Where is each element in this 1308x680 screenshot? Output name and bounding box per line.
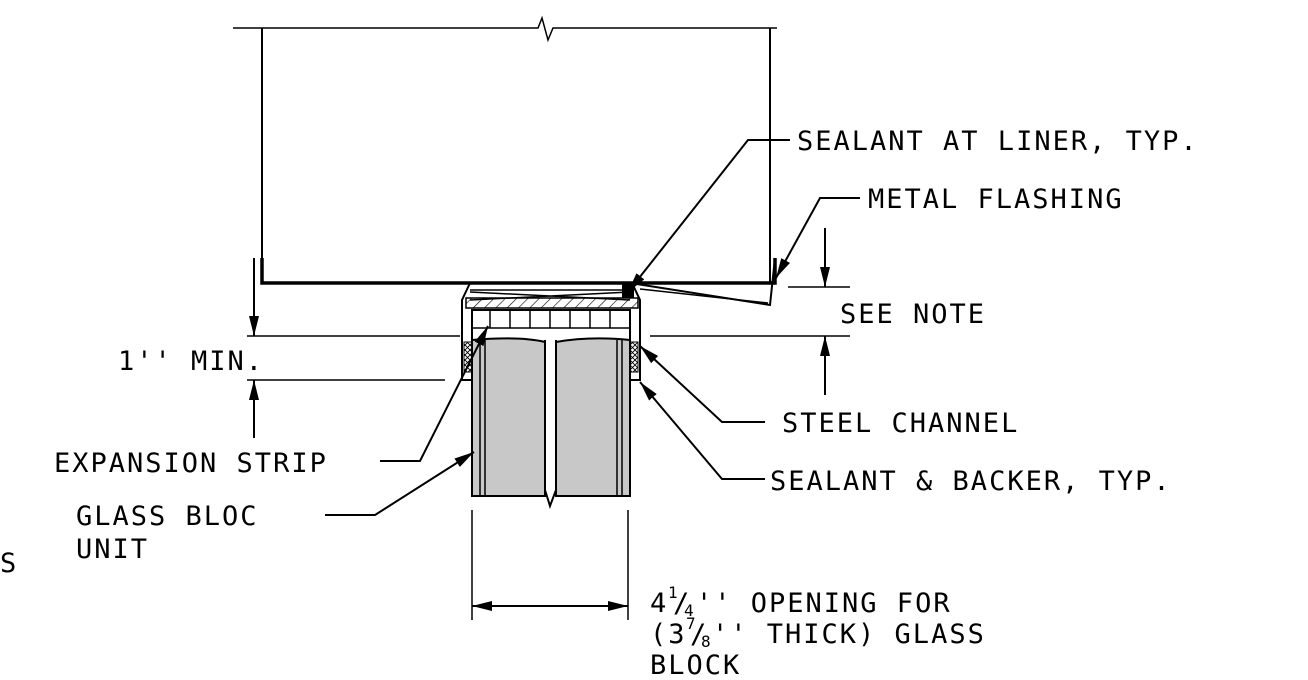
thick-frac-den: 8 bbox=[701, 632, 713, 651]
label-see-note: SEE NOTE bbox=[840, 299, 986, 330]
leader-glass-bloc-unit bbox=[325, 451, 475, 516]
sealant-backer-right bbox=[629, 341, 639, 373]
dimension-see-note bbox=[650, 228, 850, 395]
opening-frac-slash: / bbox=[673, 588, 691, 619]
opening-whole: 4 bbox=[650, 588, 668, 619]
dimension-opening-width bbox=[471, 510, 629, 620]
leader-steel-channel bbox=[639, 345, 765, 423]
label-one-inch-min: 1'' MIN. bbox=[118, 346, 264, 377]
label-sealant-backer: SEALANT & BACKER, TYP. bbox=[770, 466, 1172, 497]
opening-rest: '' OPENING FOR bbox=[696, 588, 952, 619]
expansion-strip bbox=[471, 309, 631, 329]
glass-block-right-face bbox=[555, 337, 631, 497]
opening-frac-num: 1 bbox=[668, 583, 680, 602]
metal-flashing bbox=[629, 257, 776, 307]
label-opening-note: 4 1 / 4 '' OPENING FOR (3 7 / 8 '' THICK… bbox=[650, 583, 986, 680]
head-lintel bbox=[233, 15, 777, 285]
label-metal-flashing: METAL FLASHING bbox=[868, 184, 1124, 215]
thick-frac-slash: / bbox=[690, 619, 708, 650]
liner bbox=[260, 258, 777, 285]
label-sealant-at-liner: SEALANT AT LINER, TYP. bbox=[797, 126, 1199, 157]
label-glass-bloc-line2: UNIT bbox=[76, 534, 149, 565]
label-glass-bloc-line1: GLASS BLOC bbox=[76, 501, 259, 532]
dimension-one-inch-min bbox=[247, 258, 460, 438]
thick-rest: '' THICK) GLASS bbox=[712, 619, 986, 650]
leader-metal-flashing bbox=[775, 197, 860, 279]
label-steel-channel: STEEL CHANNEL bbox=[782, 408, 1019, 439]
thick-frac-num: 7 bbox=[686, 614, 698, 633]
leader-expansion-strip bbox=[380, 325, 489, 462]
thick-prefix: (3 bbox=[650, 619, 687, 650]
channel-web-hatch bbox=[465, 297, 639, 309]
break-line bbox=[233, 15, 777, 43]
expansion-strip-divisions bbox=[489, 310, 611, 328]
steel-channel bbox=[461, 282, 641, 381]
leader-sealant-backer bbox=[639, 381, 765, 480]
label-edge-fragment: S bbox=[0, 548, 18, 579]
block: BLOCK bbox=[650, 650, 741, 680]
label-expansion-strip: EXPANSION STRIP bbox=[54, 448, 328, 479]
glass-block-left-face bbox=[471, 337, 546, 497]
leader-lines bbox=[325, 139, 860, 516]
leader-sealant-at-liner bbox=[627, 139, 790, 293]
glass-block-unit bbox=[471, 337, 631, 510]
opening-frac-den: 4 bbox=[684, 601, 696, 620]
